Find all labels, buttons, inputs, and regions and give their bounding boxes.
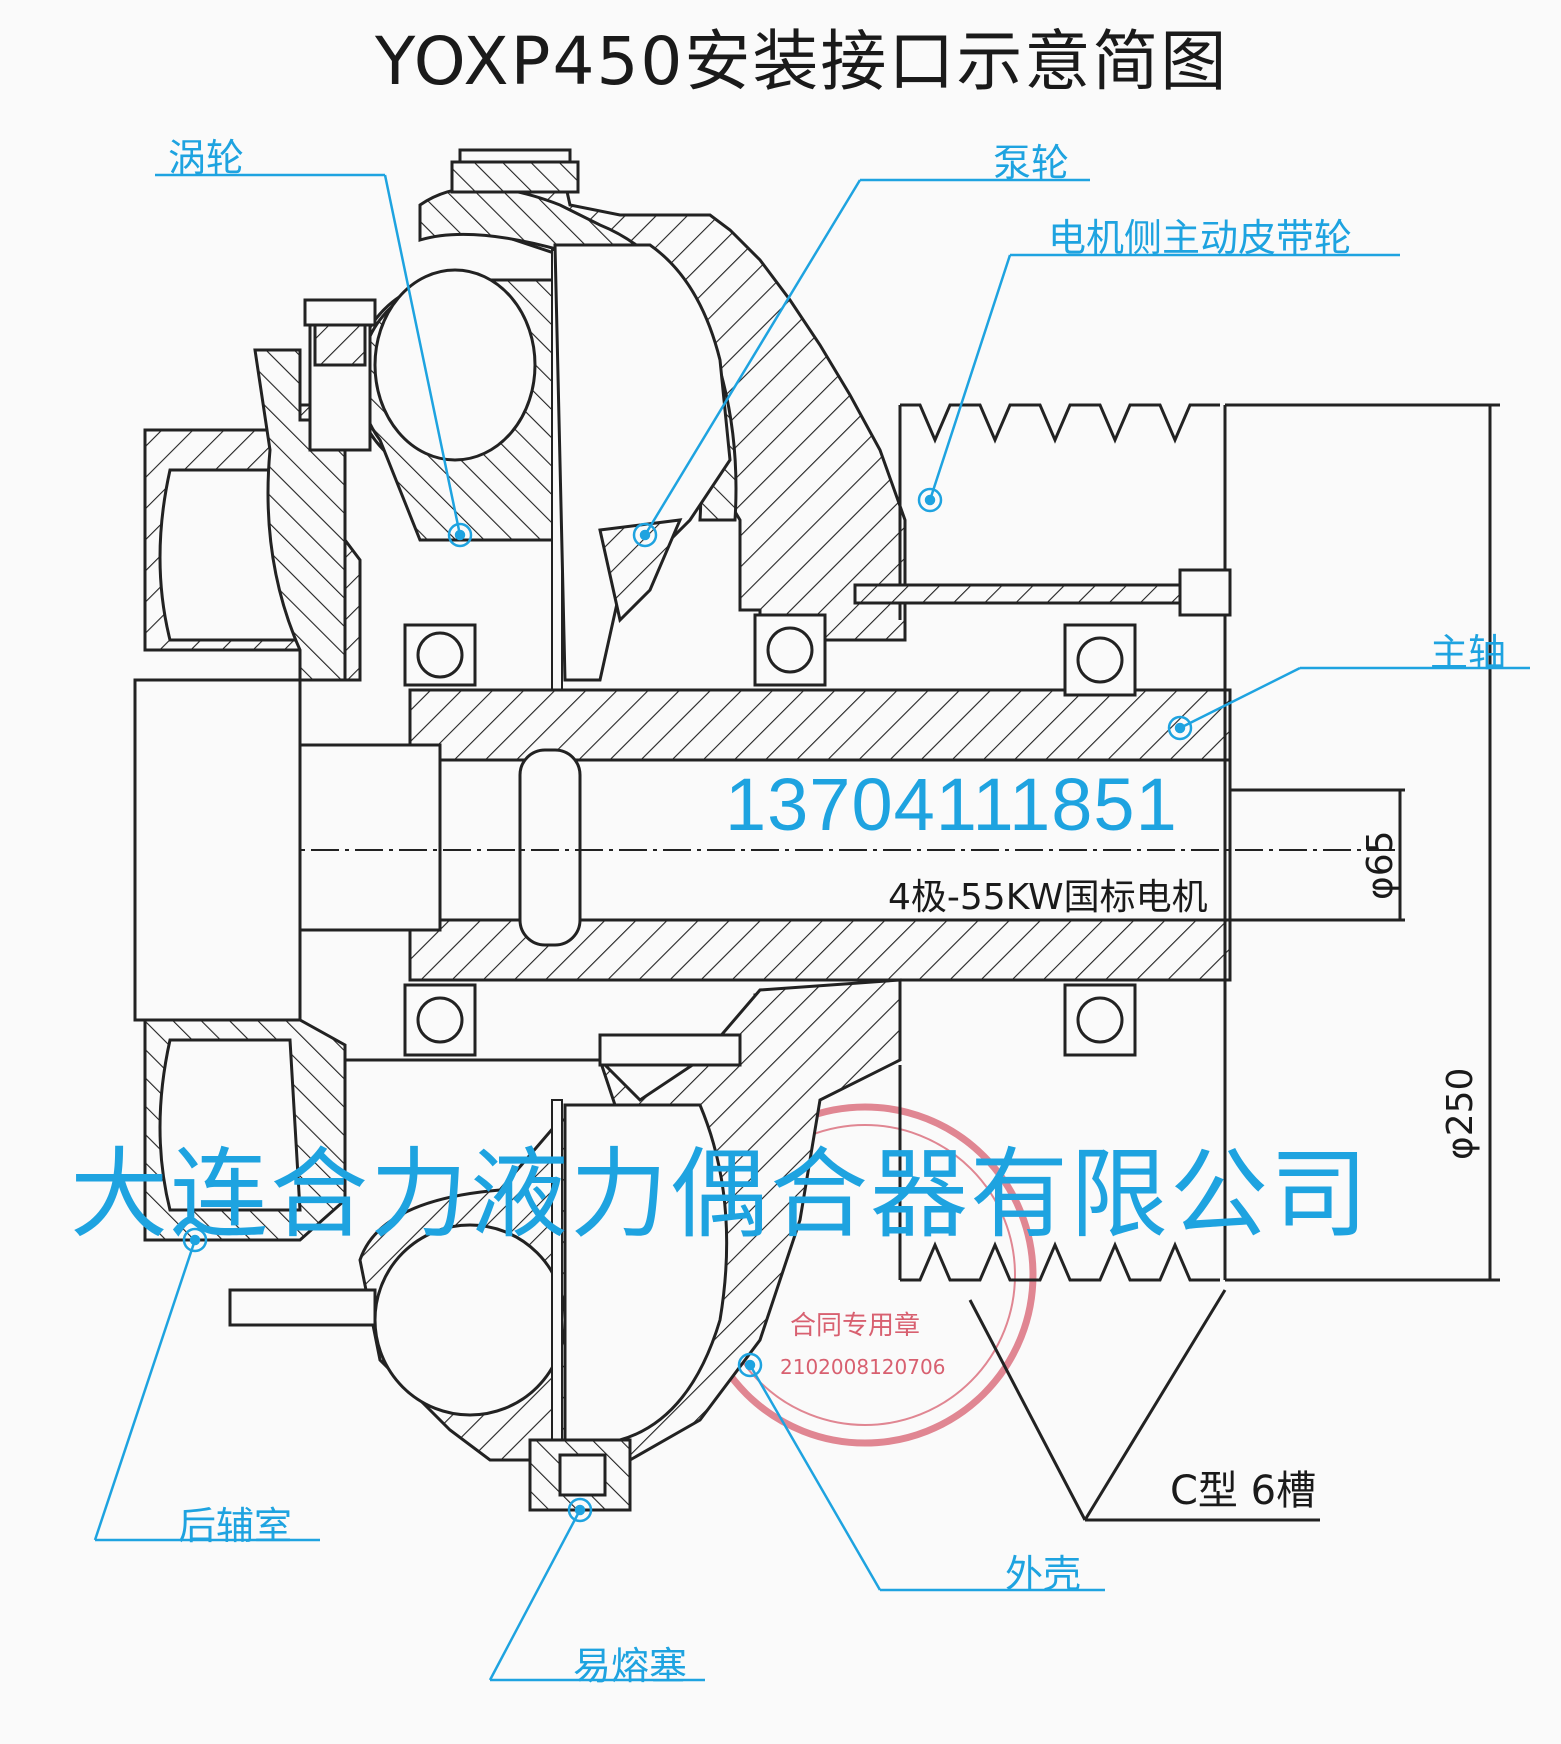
dimension-pulley-diameter: φ250: [1440, 1067, 1481, 1160]
pulley: [853, 403, 1500, 1522]
leader-lines: [93, 173, 1530, 1682]
upper-housing: [353, 148, 907, 691]
watermark-phone: 13704111851: [725, 763, 1178, 846]
belt-slot-spec: C型 6槽: [1170, 1468, 1317, 1514]
label-fusible-plug: 易熔塞: [573, 1644, 688, 1688]
label-housing: 外壳: [1005, 1552, 1082, 1596]
label-turbine: 涡轮: [168, 136, 245, 180]
watermark-company: 大连合力液力偶合器有限公司: [70, 1138, 1371, 1252]
label-pump-wheel: 泵轮: [993, 141, 1070, 185]
dimension-shaft-diameter: φ65: [1360, 830, 1401, 900]
label-motor-pulley: 电机侧主动皮带轮: [1048, 216, 1353, 260]
seal-code: 2102008120706: [780, 1355, 946, 1379]
motor-spec-text: 4极-55KW国标电机: [888, 877, 1208, 918]
rear-chamber-upper: [143, 298, 377, 682]
seal-text: 合同专用章: [790, 1311, 921, 1341]
lower-housing: [143, 978, 902, 1512]
label-rear-chamber: 后辅室: [178, 1504, 293, 1548]
label-main-shaft: 主轴: [1430, 631, 1507, 675]
diagram-title: YOXP450安装接口示意简图: [375, 23, 1229, 100]
main-shaft: [133, 678, 1400, 1022]
